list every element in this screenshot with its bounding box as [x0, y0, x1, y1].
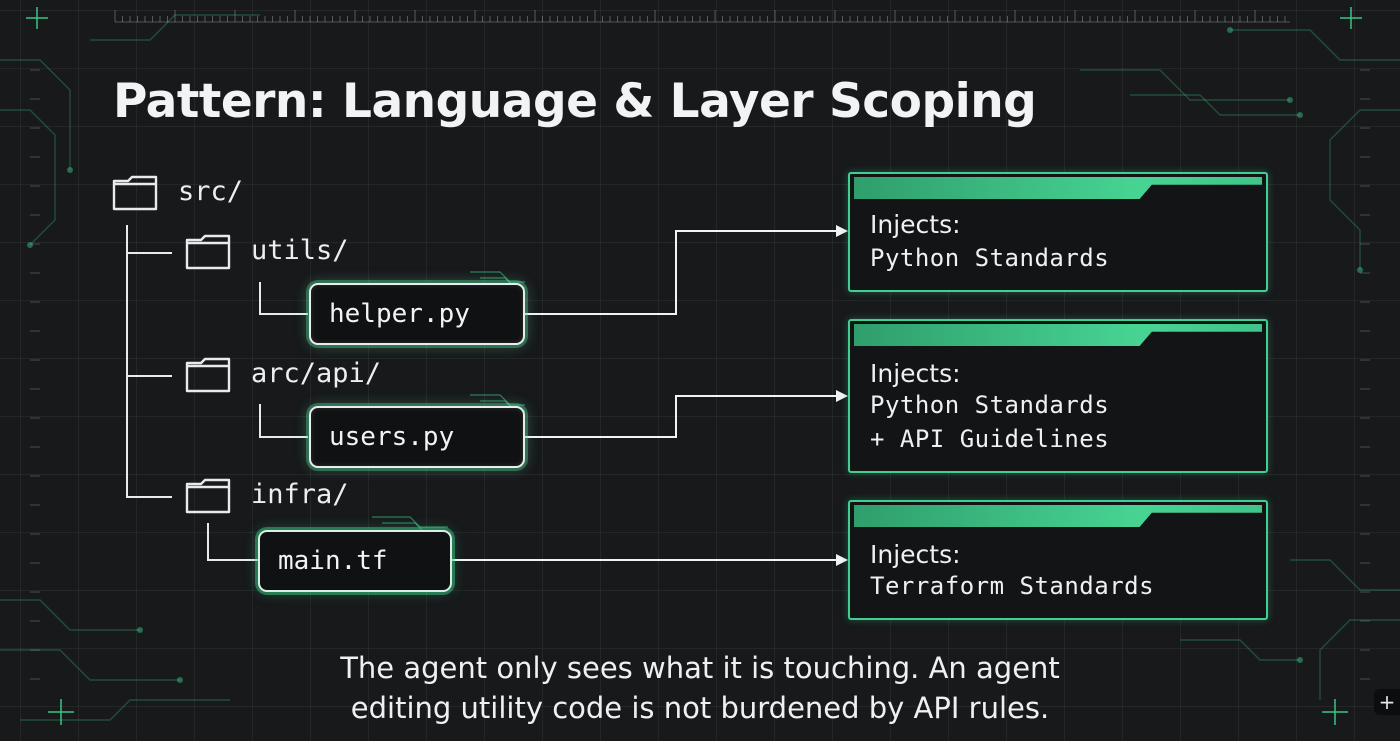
arrow-icon: [452, 225, 848, 566]
inject-heading: Injects:: [870, 359, 961, 388]
inject-line: Terraform Standards: [870, 572, 1155, 600]
circuit-decoration: [0, 14, 1400, 721]
folder-label-api: arc/api/: [251, 358, 382, 389]
inject-box-header-bar: [854, 177, 1262, 199]
file-helper-py: helper.py: [309, 283, 525, 345]
inject-heading: Injects:: [870, 540, 961, 569]
folder-icon: [185, 357, 231, 393]
inject-box-python: Injects: Python Standards: [848, 172, 1268, 292]
file-main-tf: main.tf: [258, 530, 452, 592]
inject-box-header-bar: [854, 324, 1262, 346]
inject-heading: Injects:: [870, 210, 961, 239]
caption-line: The agent only sees what it is touching.…: [340, 651, 1060, 685]
folder-label-root: src/: [178, 176, 244, 207]
folder-icon: [185, 234, 231, 270]
inject-line: + API Guidelines: [870, 425, 1110, 453]
inject-line: Python Standards: [870, 244, 1110, 272]
caption: The agent only sees what it is touching.…: [150, 648, 1250, 728]
folder-label-utils: utils/: [251, 235, 349, 266]
folder-icon: [185, 478, 231, 514]
folder-icon: [112, 175, 158, 211]
crosshair-decoration: [26, 7, 1362, 725]
plus-icon[interactable]: +: [1374, 689, 1400, 715]
circuit-nodes: [27, 27, 1363, 683]
inject-box-python-api: Injects: Python Standards + API Guidelin…: [848, 319, 1268, 473]
caption-line: editing utility code is not burdened by …: [350, 691, 1050, 725]
inject-box-terraform: Injects: Terraform Standards: [848, 500, 1268, 620]
page-title: Pattern: Language & Layer Scoping: [113, 74, 1037, 129]
folder-label-infra: infra/: [251, 479, 349, 510]
tree-connector: [126, 225, 308, 561]
file-users-py: users.py: [309, 406, 525, 468]
inject-line: Python Standards: [870, 391, 1110, 419]
inject-box-header-bar: [854, 505, 1262, 527]
